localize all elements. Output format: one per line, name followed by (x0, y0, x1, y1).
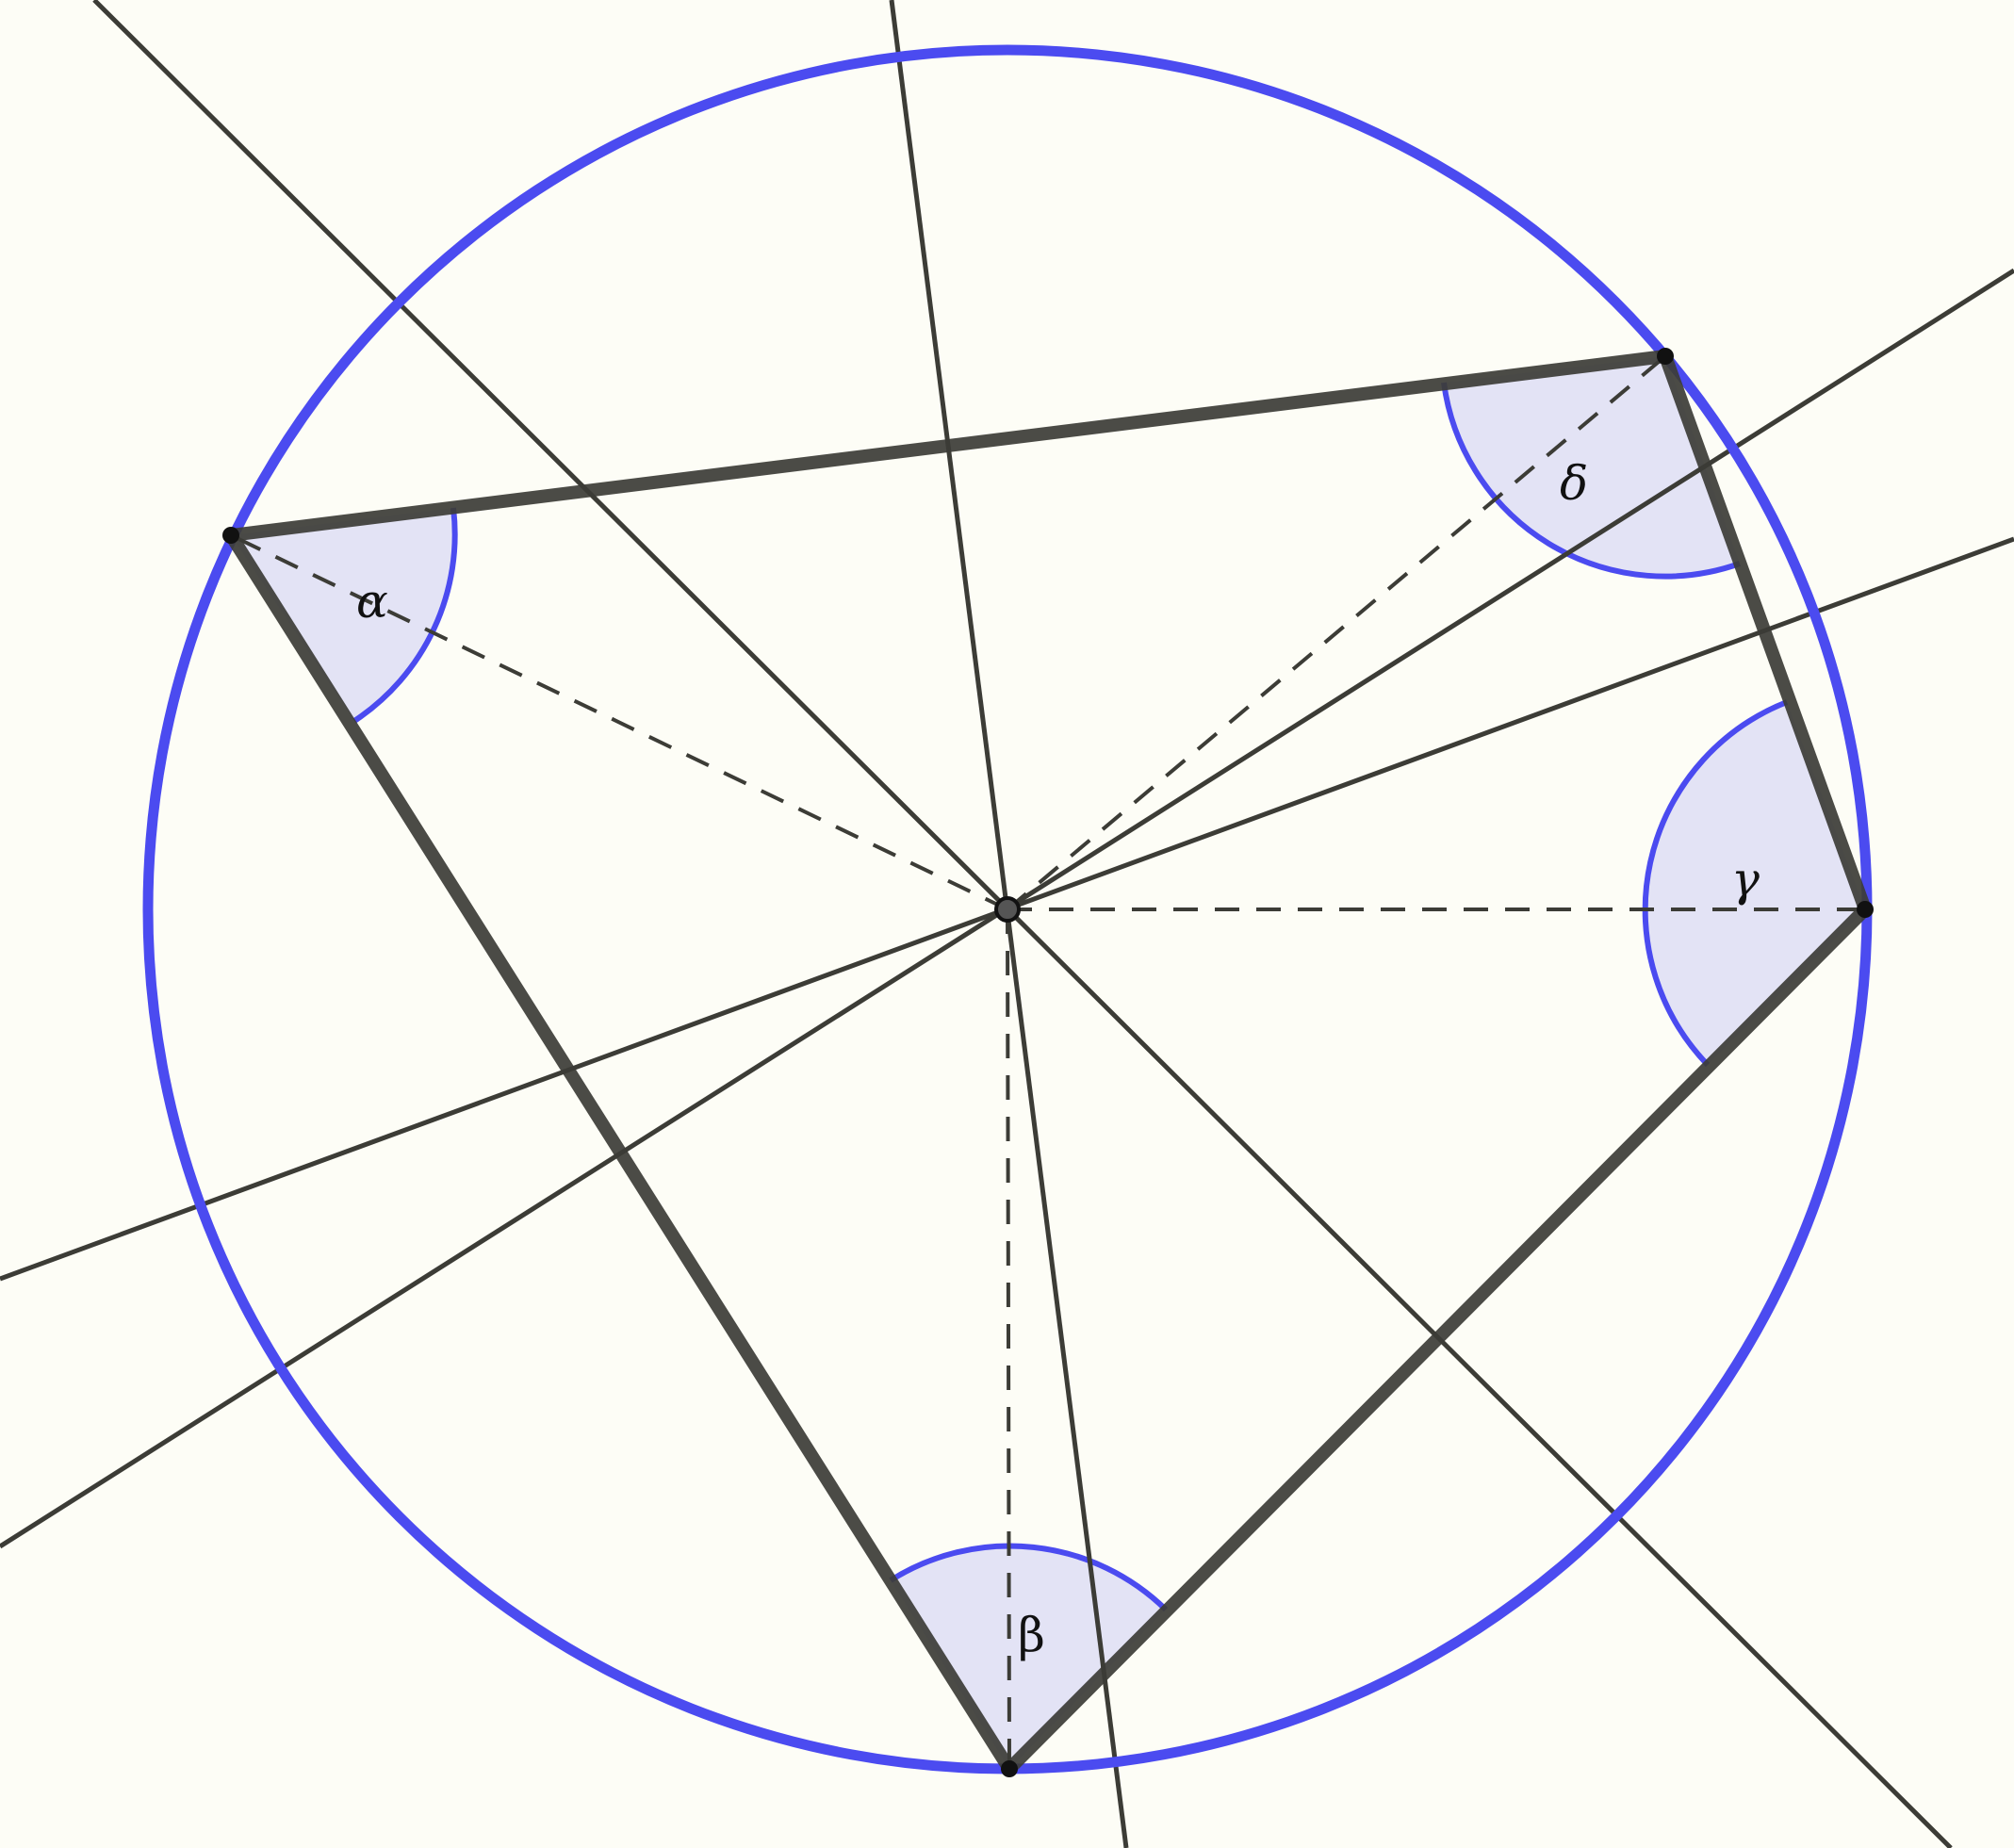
vertex-delta (1657, 348, 1674, 365)
vertex-beta (1001, 1760, 1018, 1777)
angle-label-beta: β (1018, 1608, 1045, 1662)
angle-label-gamma: γ (1731, 852, 1760, 907)
angle-arc-gamma (1642, 699, 1789, 1068)
side-delta-gamma (1659, 350, 1872, 916)
vertices (222, 348, 1874, 1777)
angle-arcs (352, 382, 1789, 1612)
radius-to-delta (1006, 354, 1667, 911)
radius-to-alpha (230, 533, 1008, 911)
radius-to-beta (1006, 908, 1011, 1770)
angle-sector-gamma (1645, 702, 1865, 1065)
angle-sector-delta (1444, 356, 1740, 577)
vertex-gamma (1857, 901, 1874, 918)
angle-arc-delta (1441, 382, 1741, 580)
side-alpha-delta (224, 350, 1672, 542)
angle-label-alpha: α (356, 574, 388, 629)
dashed-radii (230, 354, 1865, 1770)
angle-arc-alpha (352, 507, 458, 724)
line-diagonal-nw-se (92, 0, 1953, 1848)
center-point (994, 896, 1021, 923)
angle-arc-beta (889, 1543, 1169, 1612)
angle-sectors (231, 356, 1865, 1769)
quadrilateral (224, 350, 1872, 1775)
side-beta-alpha (224, 529, 1016, 1775)
angle-label-delta: δ (1560, 456, 1588, 511)
side-gamma-beta (1003, 903, 1872, 1775)
vertex-alpha (222, 527, 239, 544)
